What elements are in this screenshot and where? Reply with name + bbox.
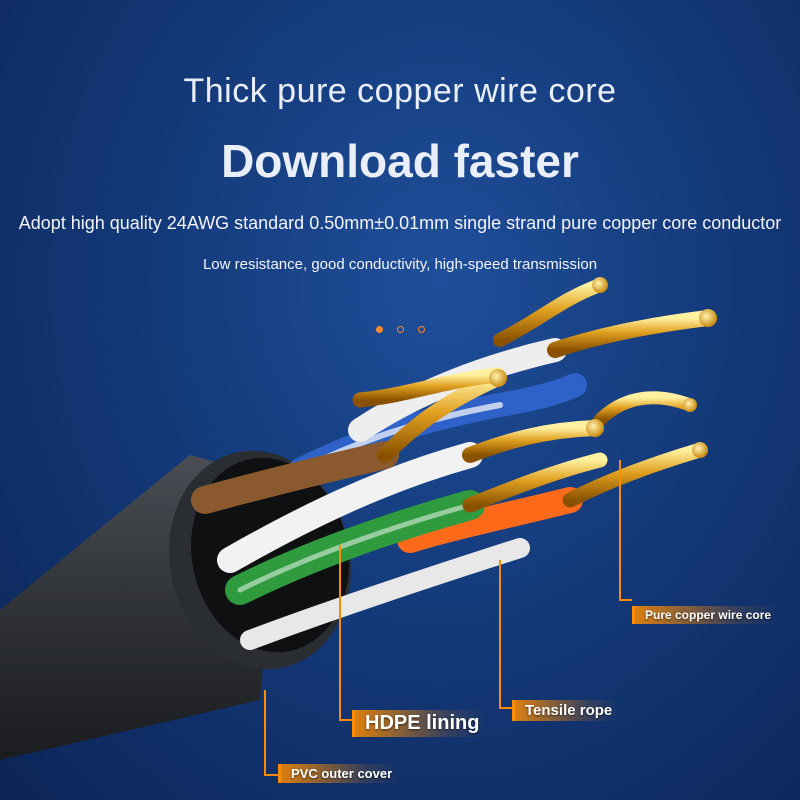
copper-conductors bbox=[352, 278, 716, 513]
benefit-line: Low resistance, good conductivity, high-… bbox=[202, 256, 598, 273]
headline-line-1: Thick pure copper wire core bbox=[183, 72, 617, 110]
conductor-tips bbox=[489, 277, 717, 458]
carousel-dot-1[interactable] bbox=[376, 326, 383, 333]
carousel-dot-3[interactable] bbox=[418, 326, 425, 333]
callout-hdpe-lining: HDPE lining bbox=[352, 710, 488, 737]
callout-pvc-cover: PVC outer cover bbox=[278, 764, 401, 783]
tensile-rope bbox=[240, 538, 530, 650]
carousel-dots bbox=[376, 326, 425, 333]
callout-copper-core: Pure copper wire core bbox=[632, 606, 780, 624]
carousel-dot-2[interactable] bbox=[397, 326, 404, 333]
leader-lines bbox=[264, 460, 632, 776]
spec-line: Adopt high quality 24AWG standard 0.50mm… bbox=[18, 213, 782, 233]
headline-line-2: Download faster bbox=[221, 135, 579, 187]
callout-tensile-rope: Tensile rope bbox=[512, 700, 621, 721]
